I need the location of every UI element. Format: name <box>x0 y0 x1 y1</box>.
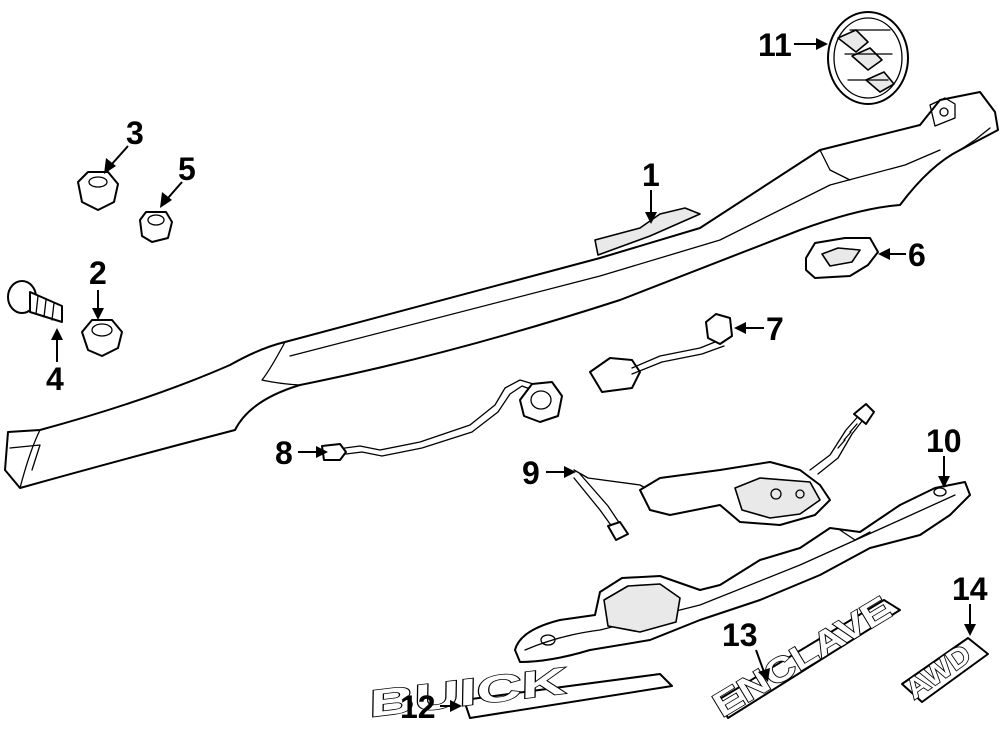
part-7-wire-harness <box>589 313 733 393</box>
part-11-emblem <box>827 11 909 105</box>
part-2-nut <box>81 319 123 357</box>
callout-numbers: 1 2 3 4 5 6 7 8 9 10 11 12 13 14 <box>46 27 988 725</box>
callout-8: 8 <box>275 435 293 471</box>
buick-letters: BUICK <box>369 660 567 726</box>
part-14-awd-badge: AWD <box>899 637 989 706</box>
callout-4: 4 <box>46 361 64 397</box>
callout-12: 12 <box>400 689 436 725</box>
callout-6: 6 <box>908 237 926 273</box>
callout-9: 9 <box>522 455 540 491</box>
callout-1: 1 <box>642 157 660 193</box>
part-4-bolt <box>7 280 63 323</box>
part-3-flange-nut <box>77 171 119 211</box>
awd-letters: AWD <box>900 638 977 705</box>
part-6-bracket <box>805 237 879 279</box>
part-10-handle-housing <box>514 481 971 663</box>
leader-lines <box>51 38 976 712</box>
callout-5: 5 <box>178 151 196 187</box>
part-5-grommet <box>139 211 173 243</box>
callout-3: 3 <box>126 115 144 151</box>
part-1-applique-panel <box>4 91 999 489</box>
callout-11: 11 <box>758 27 792 63</box>
callout-13: 13 <box>722 617 758 653</box>
part-8-lamp-harness <box>321 379 563 461</box>
callout-2: 2 <box>89 255 107 291</box>
callout-14: 14 <box>952 571 988 607</box>
enclave-letters: ENCLAVE <box>707 589 898 725</box>
part-13-enclave-nameplate: ENCLAVE <box>706 588 901 726</box>
callout-10: 10 <box>926 423 962 459</box>
callout-7: 7 <box>766 311 784 347</box>
part-9-latch-assembly <box>573 403 875 541</box>
